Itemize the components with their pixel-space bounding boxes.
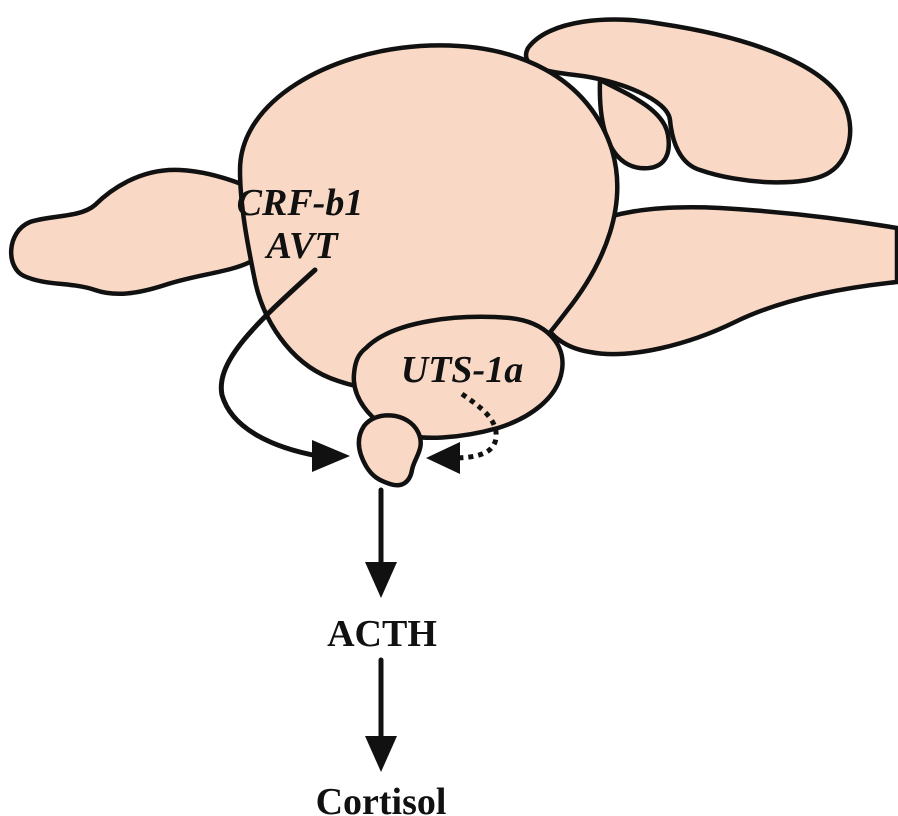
optic-tectum [237,43,620,394]
hypothalamus [351,314,565,440]
arrowhead-uts [426,442,460,474]
label-cortisol: Cortisol [316,781,447,816]
label-acth: ACTH [327,613,437,655]
arrowhead-crf [312,440,350,472]
olfactory-bulb [9,167,303,297]
arrow-crf-to-pituitary [218,267,321,459]
label-avt: AVT [264,225,339,267]
label-uts-1a: UTS-1a [401,349,523,391]
arrowhead-cortisol [365,736,397,772]
arrowhead-acth [365,562,397,598]
brainstem [536,205,898,357]
arrow-uts-to-pituitary [451,391,499,461]
pituitary [356,413,423,488]
label-crf-b1: CRF-b1 [237,182,364,224]
cerebellum [523,17,853,185]
